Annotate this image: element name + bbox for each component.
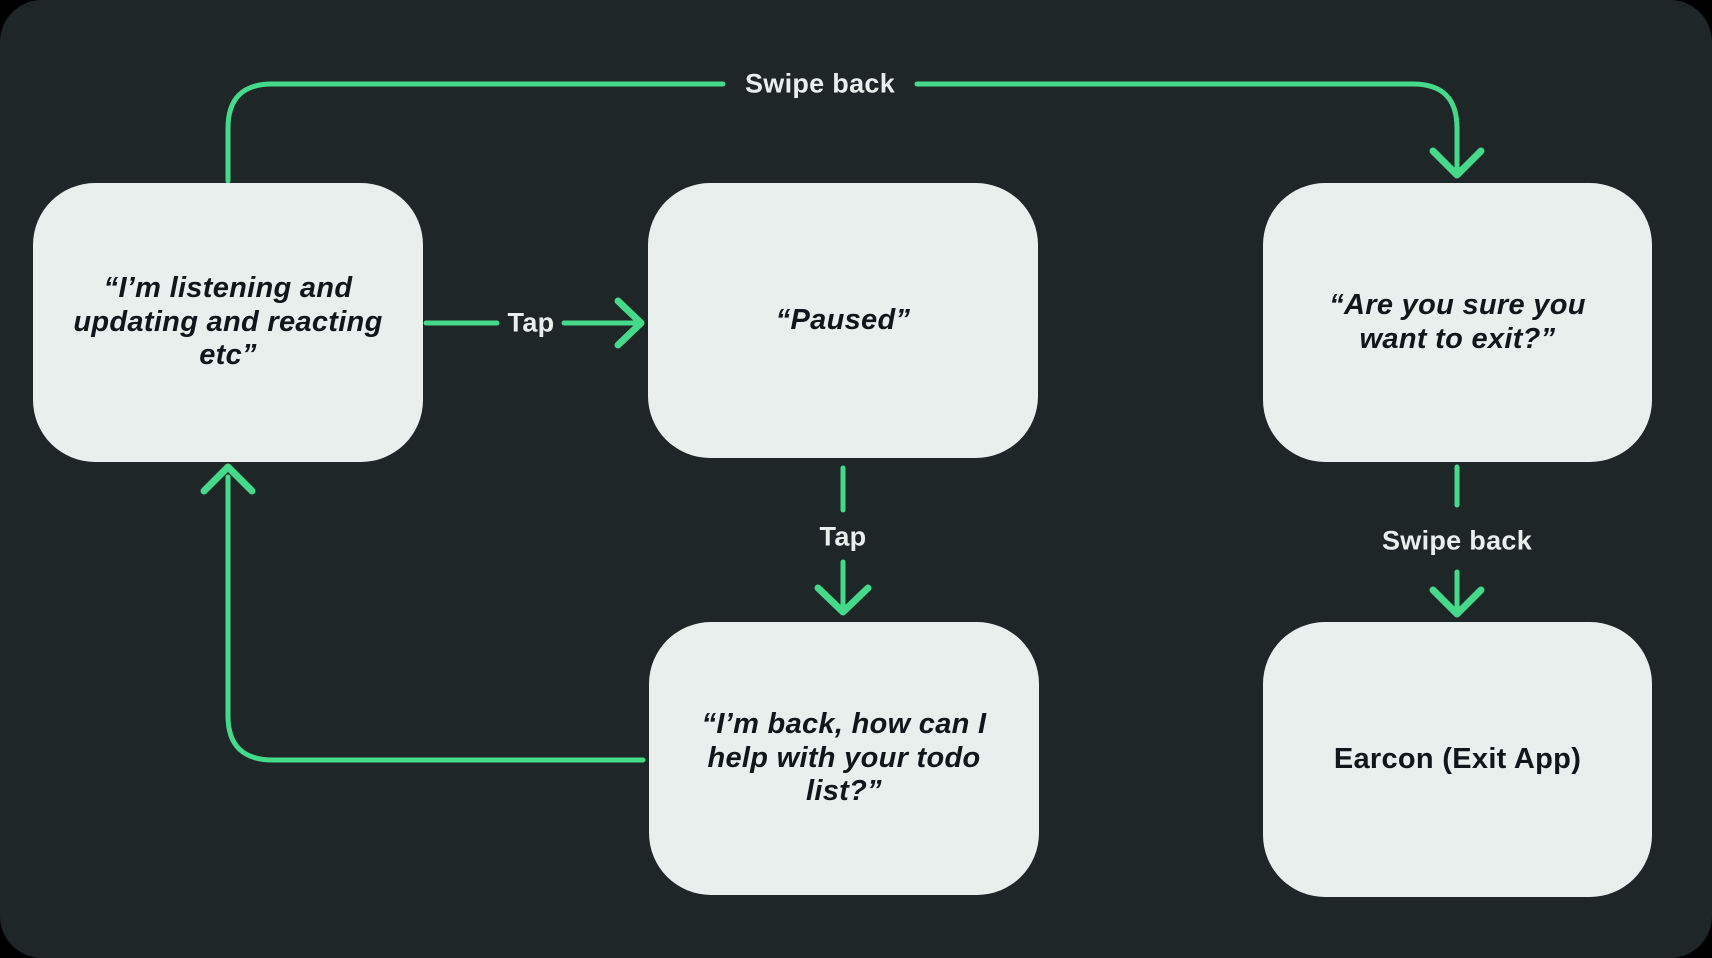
edge-label-tap-right: Tap: [507, 307, 555, 338]
edge-tap-right-arrowhead-icon: [614, 297, 645, 349]
edge-swipe-back-top-arrowhead-icon: [1429, 147, 1485, 179]
edge-label-swipe-back-right: Swipe back: [1381, 525, 1533, 556]
edge-return-line: [225, 474, 646, 763]
node-listening-state: “I’m listening and updating and reacting…: [33, 183, 423, 462]
edge-tap-down-arrowhead-icon: [814, 584, 872, 616]
node-back-label: “I’m back, how can I help with your todo…: [701, 707, 987, 808]
edge-return-arrowhead-icon: [200, 463, 256, 495]
node-confirm-exit-label: “Are you sure you want to exit?”: [1329, 288, 1586, 355]
node-listening-label: “I’m listening and updating and reacting…: [73, 271, 383, 372]
node-paused-label: “Paused”: [775, 303, 911, 336]
node-paused-state: “Paused”: [648, 183, 1038, 458]
edge-swipe-back-top-line-right: [914, 81, 1460, 172]
node-earcon-label: Earcon (Exit App): [1333, 742, 1582, 775]
node-back-state: “I’m back, how can I help with your todo…: [649, 622, 1039, 895]
node-confirm-exit-state: “Are you sure you want to exit?”: [1263, 183, 1652, 462]
edge-swipe-back-right-arrowhead-icon: [1429, 586, 1485, 618]
edge-label-swipe-back-top: Swipe back: [744, 68, 896, 99]
edge-swipe-back-top-line-left: [225, 81, 726, 184]
node-earcon-exit-app: Earcon (Exit App): [1263, 622, 1652, 897]
edge-label-tap-down: Tap: [819, 521, 867, 552]
